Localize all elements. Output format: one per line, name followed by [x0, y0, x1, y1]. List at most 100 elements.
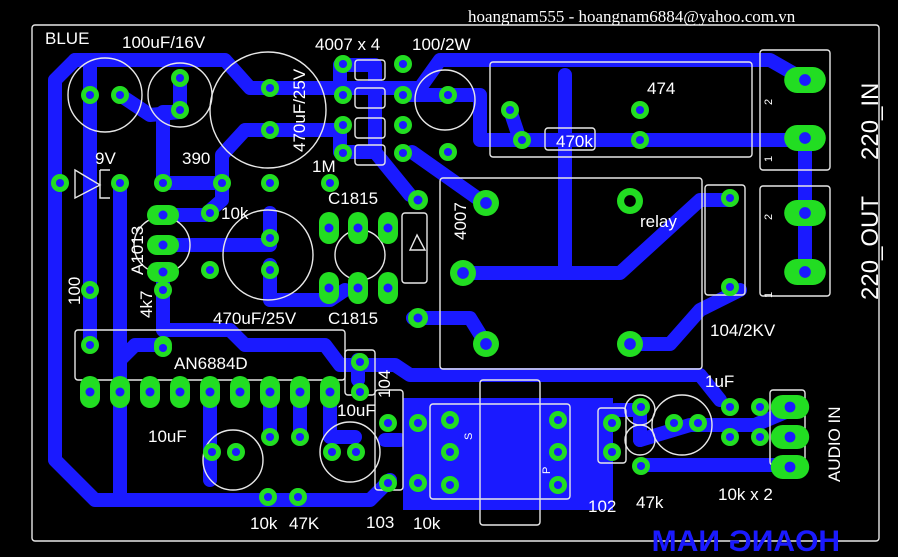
label-cap-103: 103: [366, 513, 394, 532]
pad-hole: [115, 90, 125, 100]
silkscreen-outline: [429, 403, 571, 500]
silkscreen-circle: [651, 394, 713, 456]
pad-hole: [158, 178, 168, 188]
pad-hole: [784, 431, 796, 443]
pad-hole: [725, 432, 735, 442]
pad-hole: [85, 340, 95, 350]
label-res-10k-c: 10k: [413, 514, 441, 533]
pad-hole: [295, 387, 305, 397]
pad-hole: [413, 195, 423, 205]
label-audio-in: AUDIO IN: [825, 406, 844, 482]
pads: [51, 55, 826, 506]
pad-hole: [324, 223, 334, 233]
pad-hole: [553, 447, 563, 457]
copper-trace: [623, 283, 747, 351]
pad-hole: [635, 135, 645, 145]
label-220-out: 220_OUT: [857, 196, 884, 300]
pad-hole: [55, 178, 65, 188]
pad-hole: [383, 418, 393, 428]
pad-hole: [115, 387, 125, 397]
pad-hole: [265, 178, 275, 188]
copper-trace: [156, 176, 229, 222]
pad-hole: [607, 447, 617, 457]
pad-hole: [480, 338, 492, 350]
copper-trace: [113, 338, 170, 397]
label-res-390: 390: [182, 149, 210, 168]
label-pnp: A1013: [128, 226, 147, 275]
pad-hole: [324, 283, 334, 293]
label-res-1m: 1M: [312, 157, 336, 176]
pad-hole: [205, 265, 215, 275]
label-res-47k-a: 47K: [289, 514, 320, 533]
pad-hole: [158, 343, 168, 353]
silkscreen-outline: [489, 61, 753, 158]
silkscreen-outline: [31, 24, 880, 542]
pad-hole: [115, 178, 125, 188]
label-res-10k-b: 10k: [250, 514, 278, 533]
pad-hole: [517, 135, 527, 145]
pad-hole: [295, 432, 305, 442]
pad-hole: [636, 402, 646, 412]
label-res-10k-x2: 10k x 2: [718, 485, 773, 504]
pad-hole: [693, 418, 703, 428]
silkscreen-circle: [624, 424, 656, 456]
label-cap-100uf: 100uF/16V: [122, 33, 206, 52]
pad-hole: [355, 357, 365, 367]
pad-hole: [624, 195, 636, 207]
pad-hole: [327, 447, 337, 457]
label-cap-104: 104: [375, 370, 394, 398]
pin-label: 1: [763, 292, 775, 298]
pad-hole: [480, 197, 492, 209]
pad-hole: [755, 402, 765, 412]
pad-hole: [158, 210, 168, 220]
pad-hole: [398, 148, 408, 158]
copper-trace: [215, 123, 277, 190]
pad-hole: [755, 432, 765, 442]
pad-hole: [553, 480, 563, 490]
silkscreen-outline: [439, 177, 703, 370]
pad-hole: [265, 125, 275, 135]
label-res-470k: 470k: [556, 132, 593, 151]
label-zener: 9V: [95, 149, 116, 168]
pad-hole: [175, 105, 185, 115]
pad-hole: [799, 207, 811, 219]
contact-header: hoangnam555 - hoangnam6884@yahoo.com.vn: [468, 7, 796, 26]
pad-hole: [338, 120, 348, 130]
pad-hole: [445, 447, 455, 457]
pad-hole: [799, 132, 811, 144]
pad-hole: [353, 223, 363, 233]
label-cap-10uf-left: 10uF: [148, 427, 187, 446]
silkscreen-outline: [354, 117, 386, 139]
pad-hole: [158, 240, 168, 250]
pad-hole: [231, 447, 241, 457]
diode-symbol: [408, 233, 427, 251]
pad-hole: [635, 105, 645, 115]
silkscreen-circle: [209, 51, 327, 169]
label-cap-1uf: 1uF: [705, 372, 734, 391]
pad-hole: [217, 178, 227, 188]
pad-hole: [325, 387, 335, 397]
copper-trace: [156, 71, 187, 190]
label-led: BLUE: [45, 29, 89, 48]
pad-hole: [413, 313, 423, 323]
pad-hole: [85, 90, 95, 100]
label-cap-104-2kv: 104/2KV: [710, 321, 776, 340]
silkscreen-circle: [319, 421, 381, 483]
pad-hole: [338, 90, 348, 100]
pad-hole: [293, 492, 303, 502]
silkscreen-outline: [544, 127, 596, 151]
label-q1: C1815: [328, 189, 378, 208]
label-res-100: 100/2W: [412, 35, 471, 54]
pad-hole: [235, 387, 245, 397]
pad-hole: [607, 418, 617, 428]
pad-hole: [158, 285, 168, 295]
pad-hole: [443, 147, 453, 157]
pad-hole: [636, 461, 646, 471]
pad-hole: [784, 401, 796, 413]
pad-hole: [669, 418, 679, 428]
pad-hole: [265, 265, 275, 275]
pad-hole: [158, 267, 168, 277]
label-bridge: 4007 x 4: [315, 35, 380, 54]
